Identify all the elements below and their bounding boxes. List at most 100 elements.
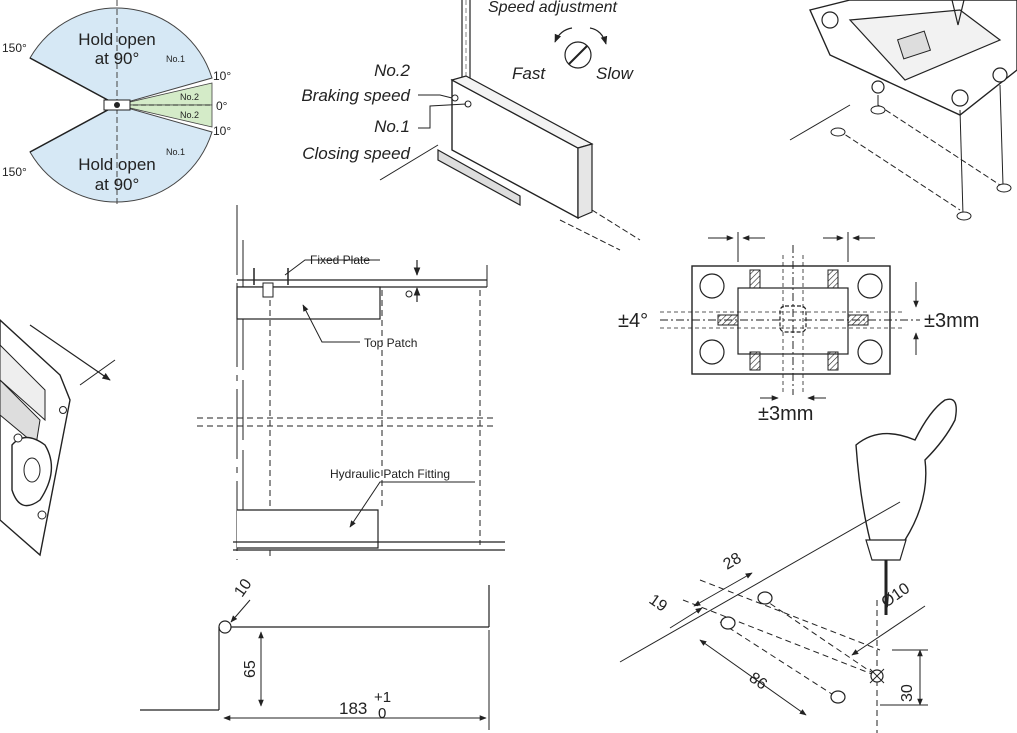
- fast-label: Fast: [512, 64, 546, 83]
- profile-dimension-view: 10 65 183 +1 0: [140, 576, 490, 730]
- edge-line: [789, 104, 851, 141]
- hold-open-top-label: Hold open: [78, 30, 156, 49]
- direction-arrow: [29, 324, 111, 381]
- closing-speed-label: Closing speed: [302, 144, 410, 163]
- pivot-hole-icon: [23, 457, 41, 483]
- at-90-bottom-label: at 90°: [95, 175, 140, 194]
- horizontal-tolerance-label: ±3mm: [758, 403, 813, 425]
- glass-edge-line: [379, 144, 439, 181]
- drill-chuck-icon: [865, 539, 907, 561]
- drill-hole-1: [720, 616, 736, 630]
- drill-hole-2: [757, 591, 773, 605]
- deg-150-bottom-label: 150°: [2, 165, 27, 179]
- width-value: 183: [339, 699, 367, 718]
- dash-line-1: [837, 129, 961, 211]
- corner-hole-tl: [699, 273, 725, 299]
- fixed-plate-leader: [284, 259, 380, 276]
- adjust-screw-bottom-left: [749, 351, 761, 371]
- floor-hole-3: [956, 211, 972, 221]
- top-patch-leader: [302, 304, 360, 343]
- dim-28-line: [693, 572, 753, 607]
- bolt-drop-3: [999, 84, 1004, 186]
- adjust-screw-bottom-right: [827, 351, 839, 371]
- adjust-screw-top-left: [749, 269, 761, 289]
- iso-patch-diagram: [789, 0, 1017, 221]
- braking-speed-label: Braking speed: [301, 86, 410, 105]
- hinge-layer-1: [0, 344, 46, 422]
- bolt-drop-2: [959, 109, 964, 216]
- fixed-plate-label: Fixed Plate: [310, 253, 370, 267]
- width-tol-zero: 0: [378, 705, 386, 722]
- corner-hole-tr: [857, 273, 883, 299]
- width-tol-plus: +1: [374, 689, 391, 706]
- hydraulic-label: Hydraulic Patch Fitting: [330, 467, 450, 481]
- hold-open-sectors: [29, 7, 213, 203]
- slow-label: Slow: [596, 64, 635, 83]
- radius-arrow: [230, 599, 251, 623]
- corner-hole-br: [857, 339, 883, 365]
- at-90-top-label: at 90°: [95, 49, 140, 68]
- dash-line-2: [877, 104, 1001, 186]
- drilling-diagram: 28 19 86 30 Ø10: [619, 398, 957, 733]
- dia-value: Ø10: [879, 580, 914, 611]
- speed-adjustment-diagram: Speed adjustment Fast Slow No.2 Braking …: [301, 0, 641, 251]
- hinge-base-plate: [437, 148, 521, 207]
- hole-row-line-2: [699, 579, 881, 651]
- bolt-icon-2: [37, 510, 47, 520]
- tolerance-plan-view: ±4° ±3mm ±3mm: [618, 232, 979, 425]
- door-line-150-top: [29, 57, 118, 106]
- dim-86-line: [699, 639, 807, 716]
- glass-dash-line-2: [559, 219, 621, 251]
- bolt-icon-1: [13, 433, 23, 443]
- angle-tolerance-label: ±4°: [618, 310, 648, 332]
- no1-top-label: No.1: [166, 54, 185, 64]
- braking-leader: [418, 94, 453, 99]
- hole-row-line-4: [761, 597, 878, 677]
- hold-open-bottom-label: Hold open: [78, 155, 156, 174]
- fast-arrow-icon: [554, 27, 573, 43]
- bolt-hole-3: [951, 89, 969, 107]
- deg-0-label: 0°: [216, 99, 228, 113]
- radius-value: 10: [231, 576, 255, 600]
- deg-10-bottom-label: 10°: [213, 124, 231, 138]
- door-edge-line: [619, 501, 901, 663]
- bolt-hole-2: [871, 80, 885, 94]
- speed-title: Speed adjustment: [488, 0, 618, 16]
- floor-hole-2: [870, 105, 886, 115]
- target-cross-2: [869, 668, 885, 684]
- dia-leader: [851, 605, 926, 656]
- angle-diagram: Hold open at 90° Hold open at 90° No.1 N…: [2, 0, 231, 205]
- no2-top-label: No.2: [180, 92, 199, 102]
- pivot-socket: [896, 30, 932, 60]
- radius-notch: [218, 620, 232, 634]
- dim-19-line: [669, 607, 703, 629]
- screw-slot: [568, 45, 588, 65]
- bolt-hole-1: [821, 11, 839, 29]
- pivot-pin: [262, 282, 274, 298]
- deg-150-top-label: 150°: [2, 41, 27, 55]
- no1-label: No.1: [374, 117, 410, 136]
- no2-label: No.2: [374, 61, 410, 80]
- floor-hole-1: [830, 127, 846, 137]
- iso-hinge-left: [0, 319, 116, 557]
- no1-bottom-label: No.1: [166, 147, 185, 157]
- top-patch-label: Top Patch: [364, 336, 417, 350]
- no2-bottom-label: No.2: [180, 110, 199, 120]
- dim-19-value: 19: [646, 591, 670, 615]
- glass-dash-line: [591, 209, 641, 241]
- hydraulic-fitting-body: [237, 509, 379, 549]
- adjust-screw-top-right: [827, 269, 839, 289]
- height-value: 65: [242, 660, 259, 678]
- deg-10-top-label: 10°: [213, 69, 231, 83]
- floor-hole-4: [996, 183, 1012, 193]
- hinge-side-face: [577, 143, 593, 219]
- hole-row-line-1: [682, 599, 878, 677]
- gap-symbol-icon: [405, 290, 413, 298]
- pivot-point: [114, 102, 120, 108]
- hydraulic-leader: [349, 481, 475, 528]
- closing-leader: [418, 103, 467, 129]
- slow-arrow-icon: [589, 27, 608, 45]
- door-line-150-bottom: [29, 104, 118, 153]
- drill-handle-icon: [855, 398, 957, 544]
